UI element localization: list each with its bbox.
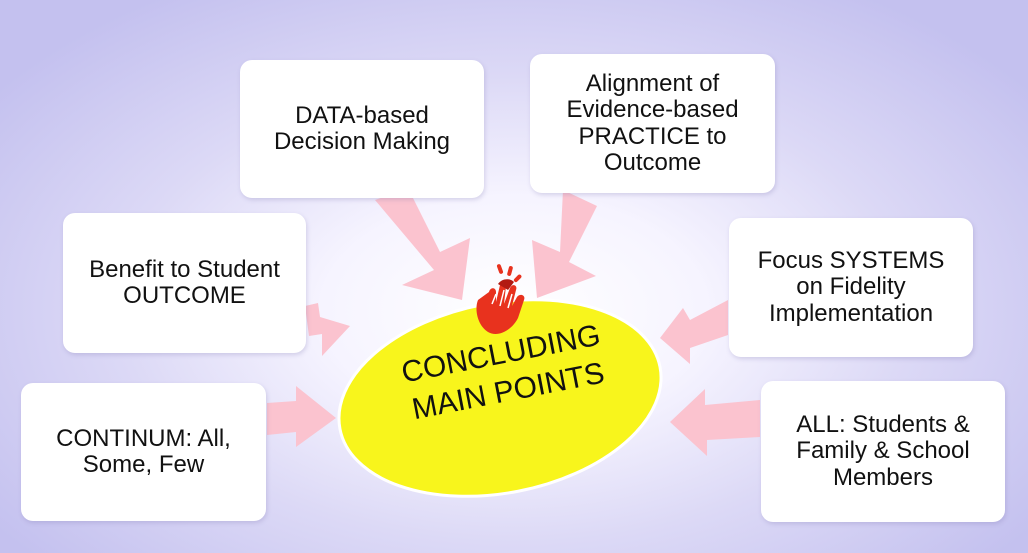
box-focus-text: Focus SYSTEMS on Fidelity Implementation [757,246,945,327]
box-continuum: CONTINUM: All, Some, Few [21,383,266,521]
arrow-from-all [670,389,760,456]
box-continuum-text: CONTINUM: All, Some, Few [56,424,231,478]
clapping-hands-icon [476,264,525,335]
box-all-text: ALL: Students & Family & School Members [796,410,970,491]
box-alignment-text: Alignment of Evidence-based PRACTICE to … [566,69,739,176]
arrow-from-data [375,188,470,300]
box-data: DATA-based Decision Making [240,60,484,198]
arrow-from-continuum [267,386,336,447]
arrow-from-focus [660,300,728,364]
arrow-from-alignment [532,190,597,298]
arrow-from-benefit [305,303,350,356]
box-focus: Focus SYSTEMS on Fidelity Implementation [729,218,973,357]
box-alignment: Alignment of Evidence-based PRACTICE to … [530,54,775,193]
box-data-text: DATA-based Decision Making [273,101,451,155]
box-benefit-text: Benefit to Student OUTCOME [89,255,280,309]
box-all: ALL: Students & Family & School Members [761,381,1005,522]
box-benefit: Benefit to Student OUTCOME [63,213,306,353]
